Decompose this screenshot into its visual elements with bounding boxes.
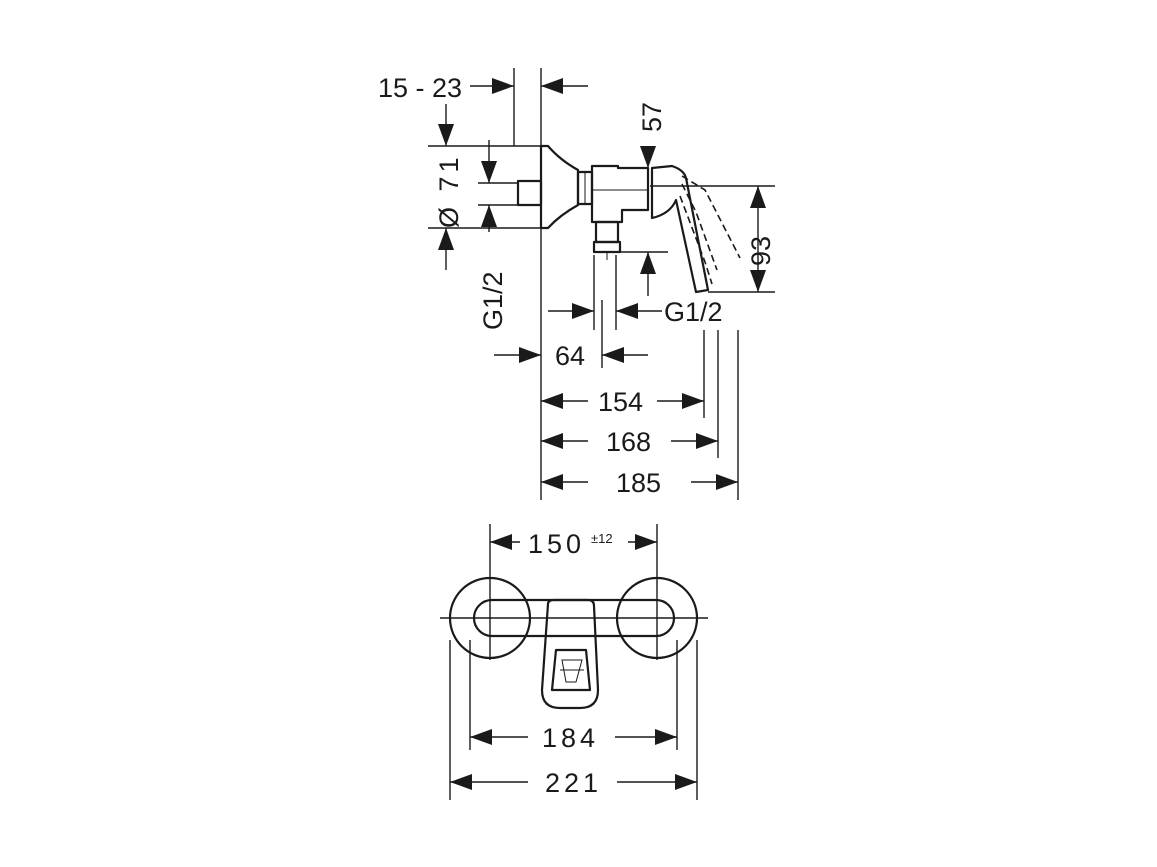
lever-swing-dash-1 <box>681 175 741 259</box>
dim-221-label: 221 <box>545 768 602 798</box>
dim-168: 168 <box>541 427 718 457</box>
dim-diameter-label: Ø 71 <box>434 153 464 228</box>
dim-center-tolerance-label: ±12 <box>591 531 613 546</box>
outlet-connector <box>592 240 622 254</box>
dim-185-label: 185 <box>616 468 661 498</box>
dim-lever-offset: 57 <box>615 102 668 296</box>
dim-center-distance-label: 150 <box>528 529 585 559</box>
dim-221: 221 <box>450 768 697 798</box>
lever-handle <box>650 164 710 294</box>
dim-diameter: Ø 71 <box>428 104 541 270</box>
dim-64: 64 <box>494 300 648 371</box>
dim-154-label: 154 <box>598 387 643 417</box>
dim-thread-left: G1/2 <box>478 140 518 330</box>
lever-swing-dash-2 <box>681 183 718 271</box>
rosette <box>539 144 580 230</box>
dim-185: 185 <box>541 468 738 498</box>
dim-64-label: 64 <box>555 341 585 371</box>
inlet-nipple <box>516 179 543 207</box>
lever-grip-window <box>550 648 592 692</box>
dim-thread-right-label: G1/2 <box>664 297 723 327</box>
dim-height-label: 93 <box>746 236 776 266</box>
dim-thread-left-label: G1/2 <box>478 271 508 330</box>
mixer-body <box>590 164 650 224</box>
dim-wall-depth: 15 - 23 <box>378 73 588 103</box>
dim-wall-depth-label: 15 - 23 <box>378 73 462 103</box>
lever-front <box>540 598 600 710</box>
dim-thread-right: G1/2 <box>548 255 723 330</box>
dim-height: 93 <box>650 185 776 293</box>
side-view: 15 - 23 Ø 71 <box>378 68 776 500</box>
dim-154: 154 <box>541 387 704 417</box>
dim-168-label: 168 <box>606 427 651 457</box>
front-view: 150 ±12 184 221 <box>440 524 708 800</box>
outlet-spout <box>594 220 620 244</box>
dim-184-label: 184 <box>542 723 599 753</box>
dim-lever-offset-label: 57 <box>637 102 667 132</box>
lever-swing-dash-3 <box>679 195 713 285</box>
dim-184: 184 <box>470 723 677 753</box>
dim-center-distance: 150 ±12 <box>489 524 658 660</box>
